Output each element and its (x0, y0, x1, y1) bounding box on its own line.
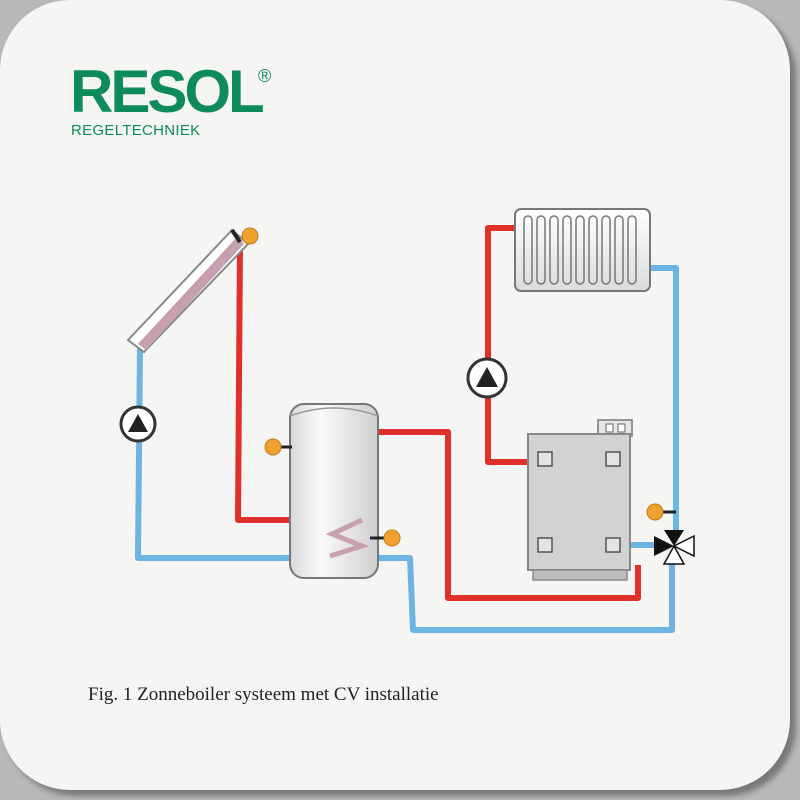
solar-collector (126, 227, 259, 354)
heating-pump-icon (466, 357, 508, 399)
collector-return-pipe (135, 344, 675, 633)
logo-registered-mark: ® (258, 66, 272, 86)
collector-sensor (241, 227, 259, 245)
radiator-return-pipe (650, 265, 679, 530)
storage-tank (264, 403, 401, 579)
resol-logo: RESOL ® REGELTECHNIEK (70, 58, 271, 140)
boiler-supply-pipe (378, 429, 641, 601)
figure-caption: Fig. 1 Zonneboiler systeem met CV instal… (88, 684, 439, 705)
radiator (514, 208, 651, 292)
diagram-card: RESOL ® REGELTECHNIEK (0, 0, 790, 790)
logo-subtitle: REGELTECHNIEK (71, 122, 201, 139)
heat-exchanger-coil (325, 517, 370, 559)
tank-top-sensor (264, 438, 282, 456)
solar-pump-icon (119, 405, 157, 443)
heating-system-diagram (119, 208, 695, 633)
logo-wordmark: RESOL (70, 58, 265, 125)
radiator-flow-pipe (485, 225, 540, 465)
three-way-valve-icon (646, 503, 695, 565)
cv-boiler (527, 419, 633, 581)
return-sensor (646, 503, 664, 521)
tank-bottom-sensor (383, 529, 401, 547)
